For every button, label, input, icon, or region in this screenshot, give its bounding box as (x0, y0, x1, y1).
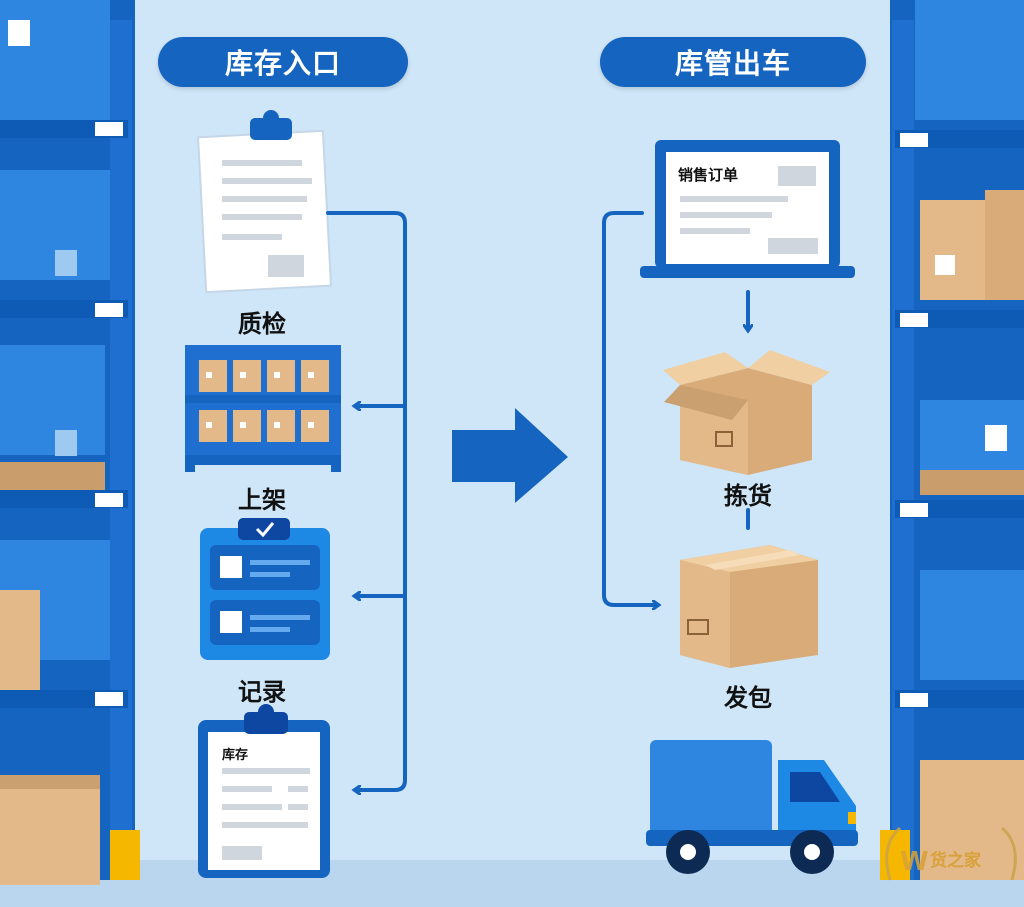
inspection-rack-icon (185, 345, 341, 472)
document-clipboard-icon (197, 110, 333, 294)
left-shelf-icon (0, 0, 140, 885)
step-picking-label: 拣货 (724, 482, 772, 510)
inventory-clipboard-icon (198, 704, 330, 878)
step-packing-label: 发包 (724, 684, 772, 712)
step-quality-check-label: 质检 (238, 310, 286, 338)
svg-text:W: W (900, 847, 929, 877)
watermark-text: 货之家 (930, 851, 981, 871)
inventory-clipboard-label: 库存 (222, 748, 249, 763)
laptop-icon (640, 140, 855, 278)
step-record-label: 记录 (238, 678, 286, 706)
closed-box-icon (680, 545, 818, 668)
sales-order-label: 销售订单 (678, 166, 739, 184)
outbound-flow-connector (602, 211, 748, 605)
checklist-icon (200, 518, 330, 660)
floor (0, 860, 1024, 907)
outbound-title: 库管出车 (600, 37, 866, 87)
inbound-flow-connector (326, 211, 407, 790)
open-box-icon (663, 350, 830, 475)
inbound-title: 库存入口 (158, 37, 408, 87)
delivery-truck-icon (646, 740, 858, 874)
right-shelf-icon (880, 0, 1024, 880)
step-shelving-label: 上架 (238, 486, 286, 514)
watermark-logo-icon: W (885, 826, 1017, 881)
center-arrow-icon (452, 408, 568, 503)
